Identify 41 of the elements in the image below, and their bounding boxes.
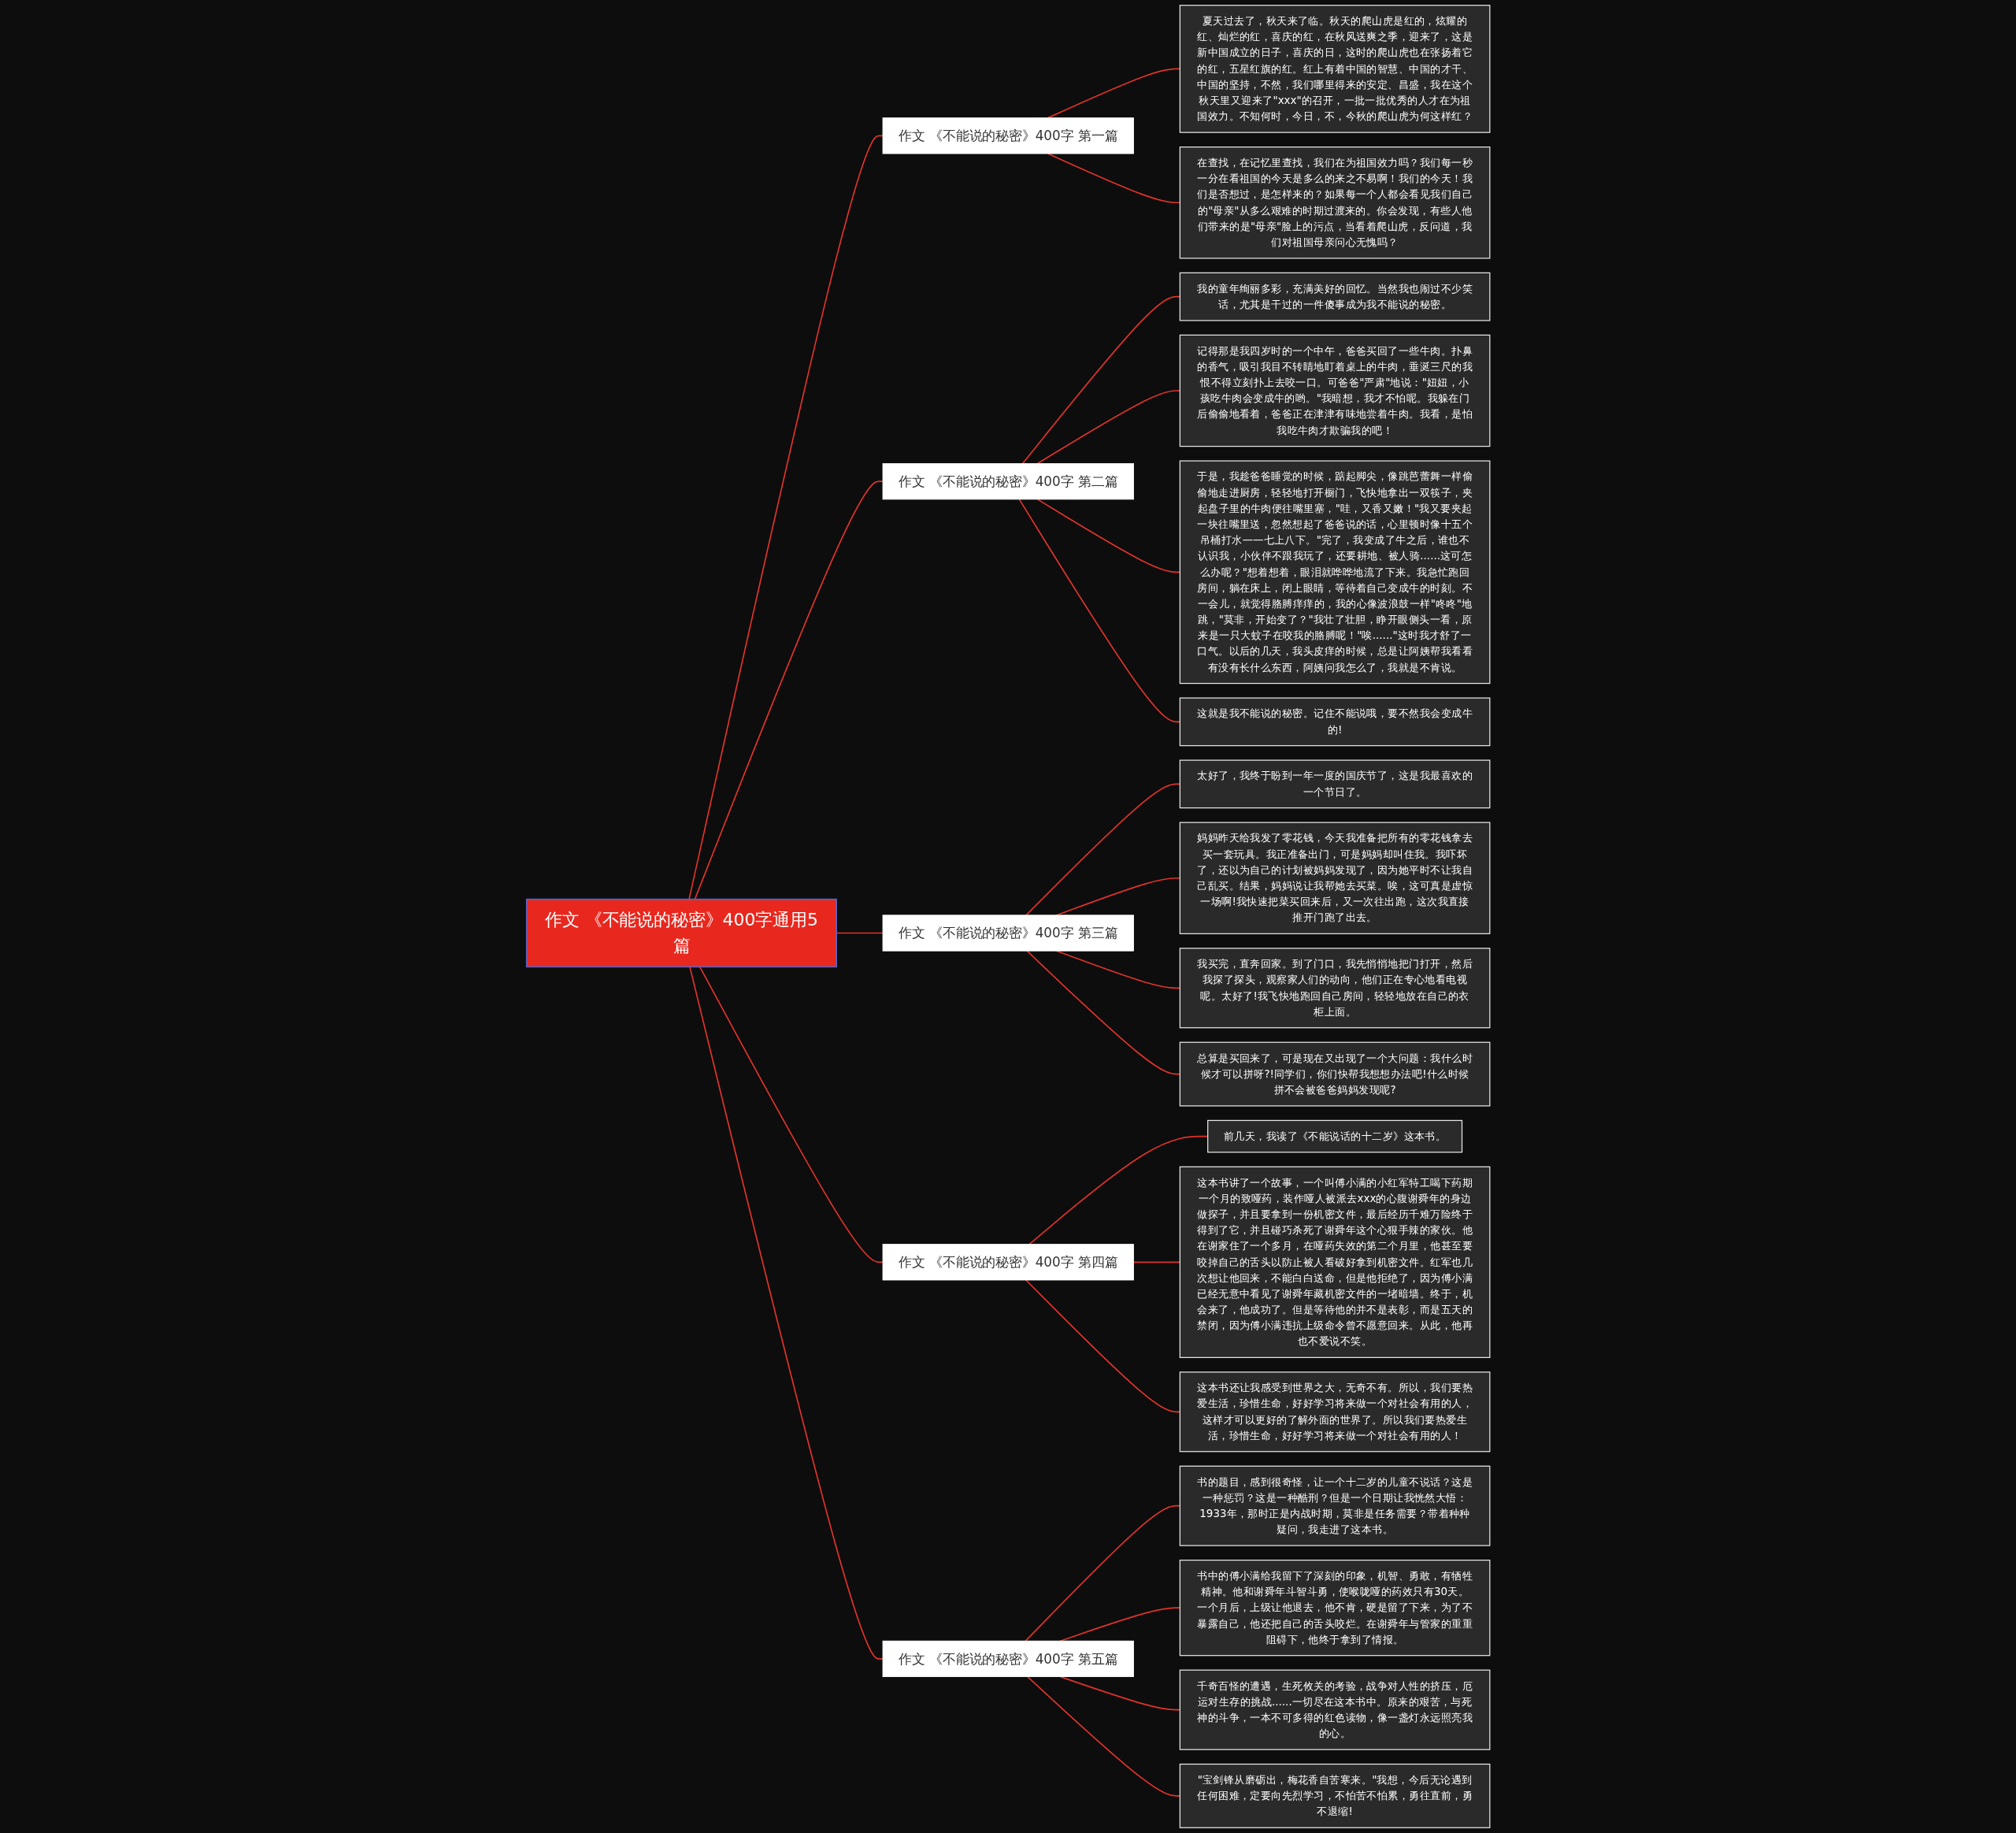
connector (1018, 499, 1180, 723)
connector (1059, 1607, 1180, 1642)
connector (1047, 68, 1180, 119)
connector (688, 966, 884, 1660)
node-box (1179, 1371, 1491, 1453)
node-box (1179, 1166, 1491, 1358)
node-box (1179, 272, 1491, 321)
node-box (882, 117, 1134, 154)
node-box (882, 463, 1134, 500)
node-box (1179, 759, 1491, 809)
connector (1059, 1675, 1180, 1711)
node-box (882, 915, 1134, 952)
connector (699, 966, 884, 1263)
node-box (1179, 822, 1491, 934)
connector (687, 135, 884, 900)
connector (1132, 1261, 1180, 1263)
node-box (1179, 5, 1491, 133)
node-box (1179, 948, 1491, 1029)
connector (1036, 499, 1180, 573)
connector (1036, 390, 1180, 465)
node-box (1206, 1119, 1462, 1153)
connector (1026, 1675, 1180, 1797)
connector (1025, 1279, 1180, 1413)
connector (694, 481, 884, 900)
node-box (1179, 334, 1491, 447)
connector (1025, 1505, 1180, 1642)
node-box (525, 898, 837, 968)
node-box (1179, 460, 1491, 685)
node-box (1179, 1669, 1491, 1750)
connector (1026, 950, 1180, 1075)
node-box (1179, 1041, 1491, 1107)
node-box (1179, 1560, 1491, 1657)
node-box (882, 1244, 1134, 1281)
connector (1025, 783, 1180, 916)
node-box (1179, 1465, 1491, 1546)
connector (1021, 295, 1180, 465)
node-box (1179, 147, 1491, 259)
node-box (882, 1640, 1134, 1677)
node-box (1179, 697, 1491, 747)
connector (836, 932, 884, 934)
node-box (1179, 1763, 1491, 1828)
